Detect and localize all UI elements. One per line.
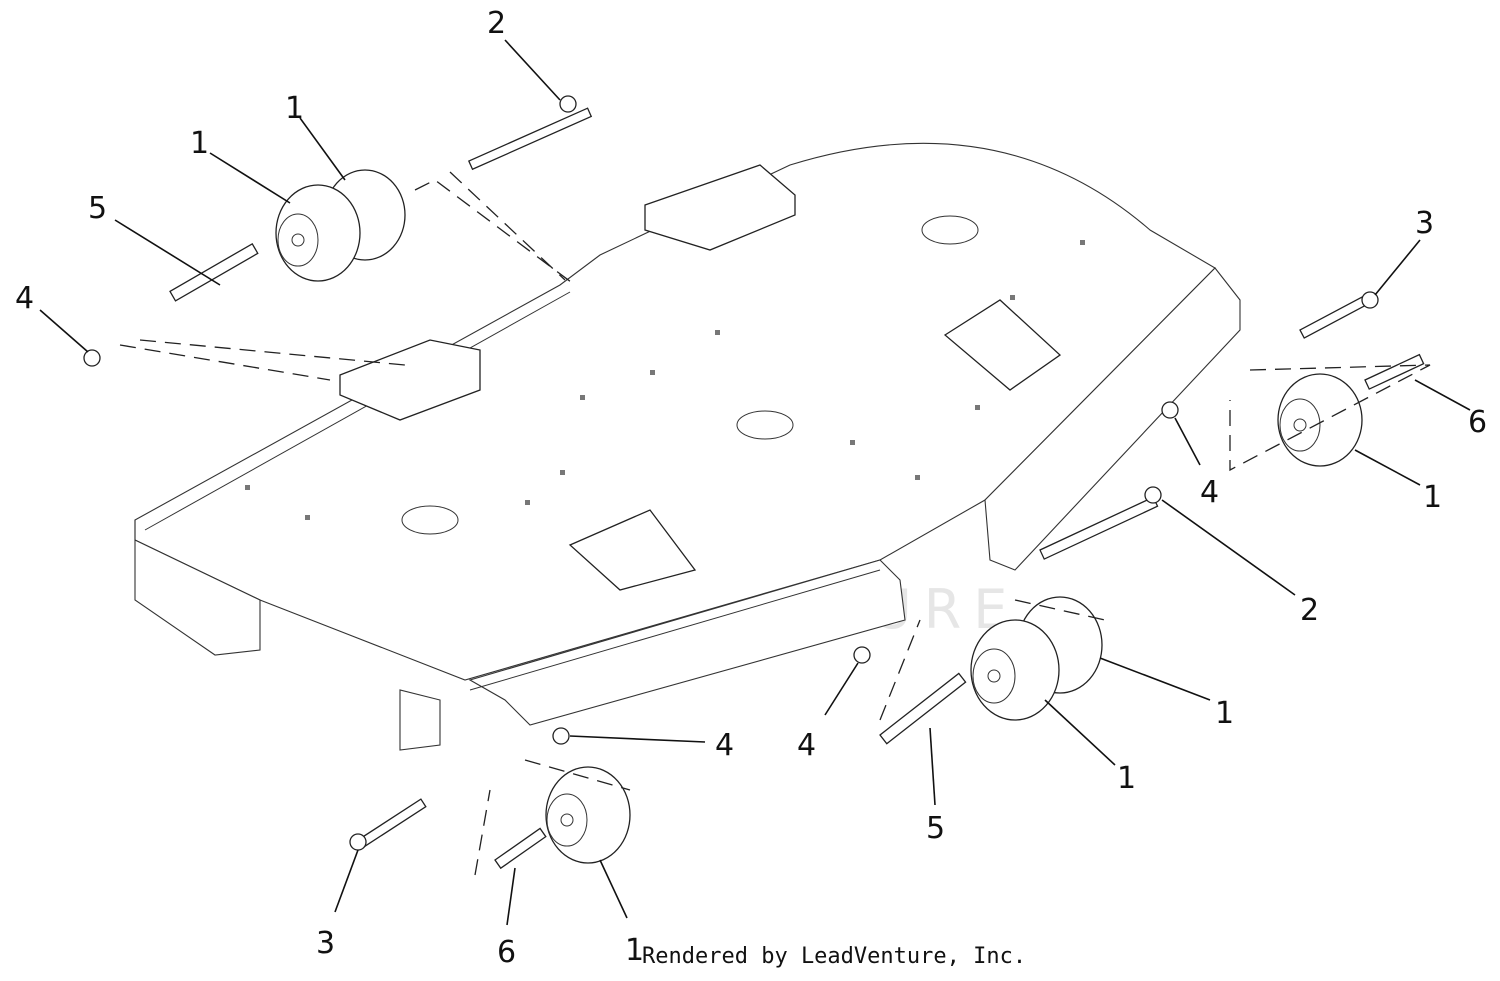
nut-4-right: [1161, 401, 1179, 419]
callout-1: 1: [1423, 480, 1442, 515]
bolt-3-bottom: [357, 798, 427, 849]
deck-holes: [245, 240, 1085, 520]
mount-bracket-left-front: [339, 339, 481, 421]
spindle-opening-right: [921, 215, 979, 245]
bolt-head-3-bottom: [349, 833, 367, 851]
render-credit: Rendered by LeadVenture, Inc.: [642, 944, 1027, 969]
spindle-opening-center: [736, 410, 794, 440]
nut-4-left: [83, 349, 101, 367]
callout-3: 3: [1415, 206, 1434, 241]
callout-4: 4: [1200, 475, 1219, 510]
callout-5: 5: [88, 191, 107, 226]
wheel-bottom-left: [545, 766, 631, 864]
deck-rear-rail: [468, 559, 906, 726]
nut-4-bottom: [552, 727, 570, 745]
fasteners: [83, 95, 1425, 870]
leader-lines: [39, 39, 1471, 926]
nut-4-center: [853, 646, 871, 664]
mount-bracket-center: [568, 509, 697, 591]
mower-deck: [134, 142, 1241, 751]
callout-5: 5: [926, 811, 945, 846]
callout-2: 2: [487, 6, 506, 41]
mount-bracket-right: [943, 299, 1062, 391]
deck-right-rail: [984, 267, 1241, 571]
wheel-top-front: [275, 184, 361, 282]
bolt-2-top: [467, 107, 593, 171]
deck-front-skirt: [134, 520, 261, 656]
spindle-opening-left: [401, 505, 459, 535]
callouts: 1 1 2 5 4 3 6 4 1 2 1 1 4 4 5 3 6 1: [15, 6, 1487, 970]
bolt-head-3-right: [1361, 291, 1379, 309]
assembly-lines: [119, 171, 1431, 876]
rod-6-right: [1364, 353, 1425, 390]
rod-5-bottom: [879, 672, 967, 745]
bolt-head-2-right: [1144, 486, 1162, 504]
callout-4: 4: [715, 728, 734, 763]
wheel-bottom-right-front: [970, 619, 1060, 721]
callout-6: 6: [1468, 405, 1487, 440]
callout-1: 1: [190, 126, 209, 161]
callout-1: 1: [1215, 696, 1234, 731]
callout-4: 4: [797, 728, 816, 763]
callout-4: 4: [15, 281, 34, 316]
wheels: [275, 169, 1363, 864]
bolt-head-2-top: [559, 95, 577, 113]
callout-1: 1: [285, 91, 304, 126]
wheel-right: [1277, 373, 1363, 467]
callout-2: 2: [1300, 593, 1319, 628]
callout-3: 3: [316, 926, 335, 961]
rod-6-bottom: [494, 827, 547, 870]
deck-side-skirt: [399, 689, 441, 751]
mount-bracket-left-rear: [644, 164, 796, 251]
callout-1: 1: [625, 933, 644, 968]
rod-5-top: [169, 242, 259, 302]
callout-1: 1: [1117, 761, 1136, 796]
callout-6: 6: [497, 935, 516, 970]
